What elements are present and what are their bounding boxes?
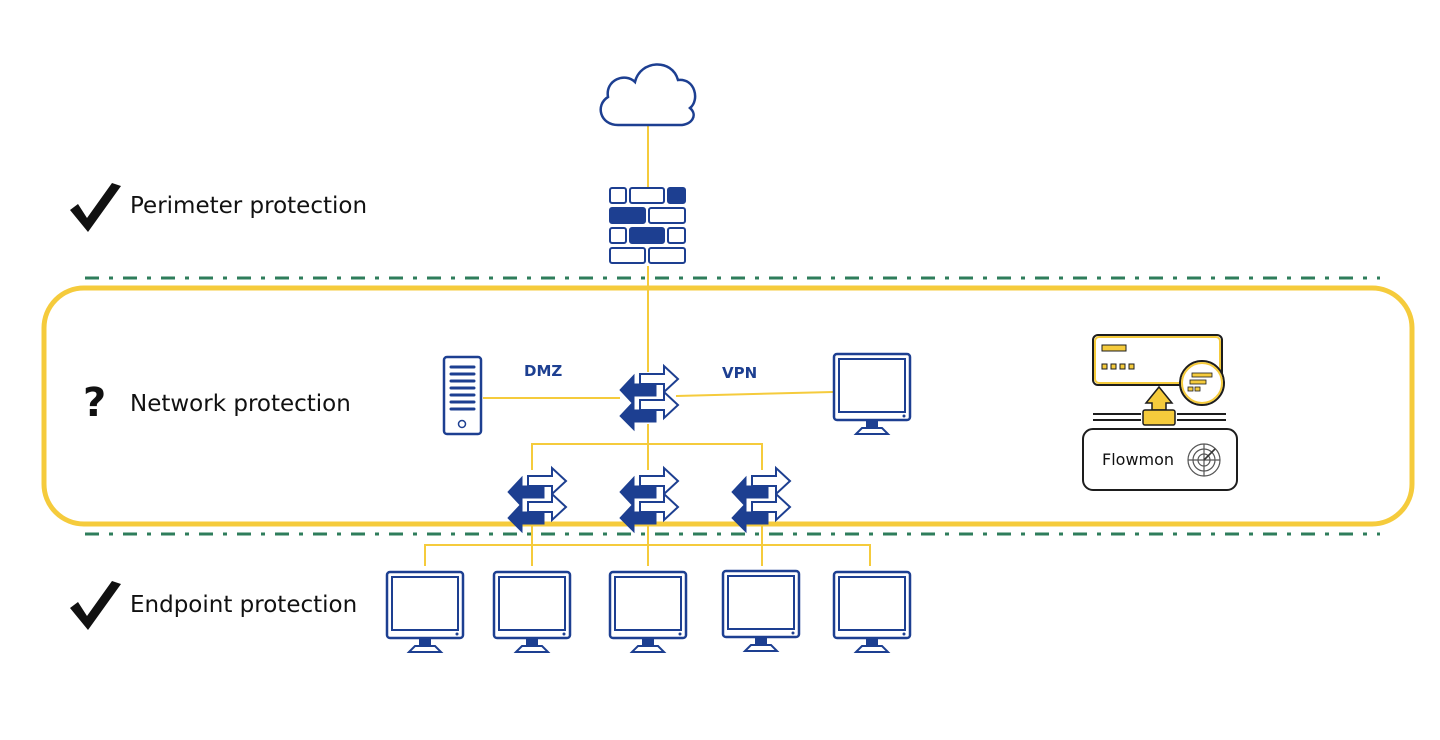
connections [424,126,871,566]
endpoint-monitor-icon [608,570,688,654]
cloud-icon [599,63,697,127]
endpoint-monitor-icon [492,570,572,654]
layer-label-perimeter: Perimeter protection [130,193,368,219]
checkmark-icon [70,581,121,630]
radar-icon [1187,443,1221,477]
firewall-icon [609,187,686,264]
vpn-monitor-icon [832,352,912,436]
checkmark-icon [70,183,121,232]
layer-label-endpoint: Endpoint protection [130,592,358,618]
server-icon [442,355,483,436]
endpoint-monitor-icon [832,570,912,654]
flowmon-label: Flowmon [1102,450,1175,469]
core-switch-icon [619,365,679,431]
dmz-label: DMZ [524,362,563,380]
endpoint-monitor-icon [721,569,801,653]
question-mark-icon: ? [83,380,107,426]
endpoint-monitor-icon [385,570,465,654]
network-zone [41,285,1415,527]
layer-label-network: Network protection [130,391,351,417]
vpn-label: VPN [722,364,758,382]
